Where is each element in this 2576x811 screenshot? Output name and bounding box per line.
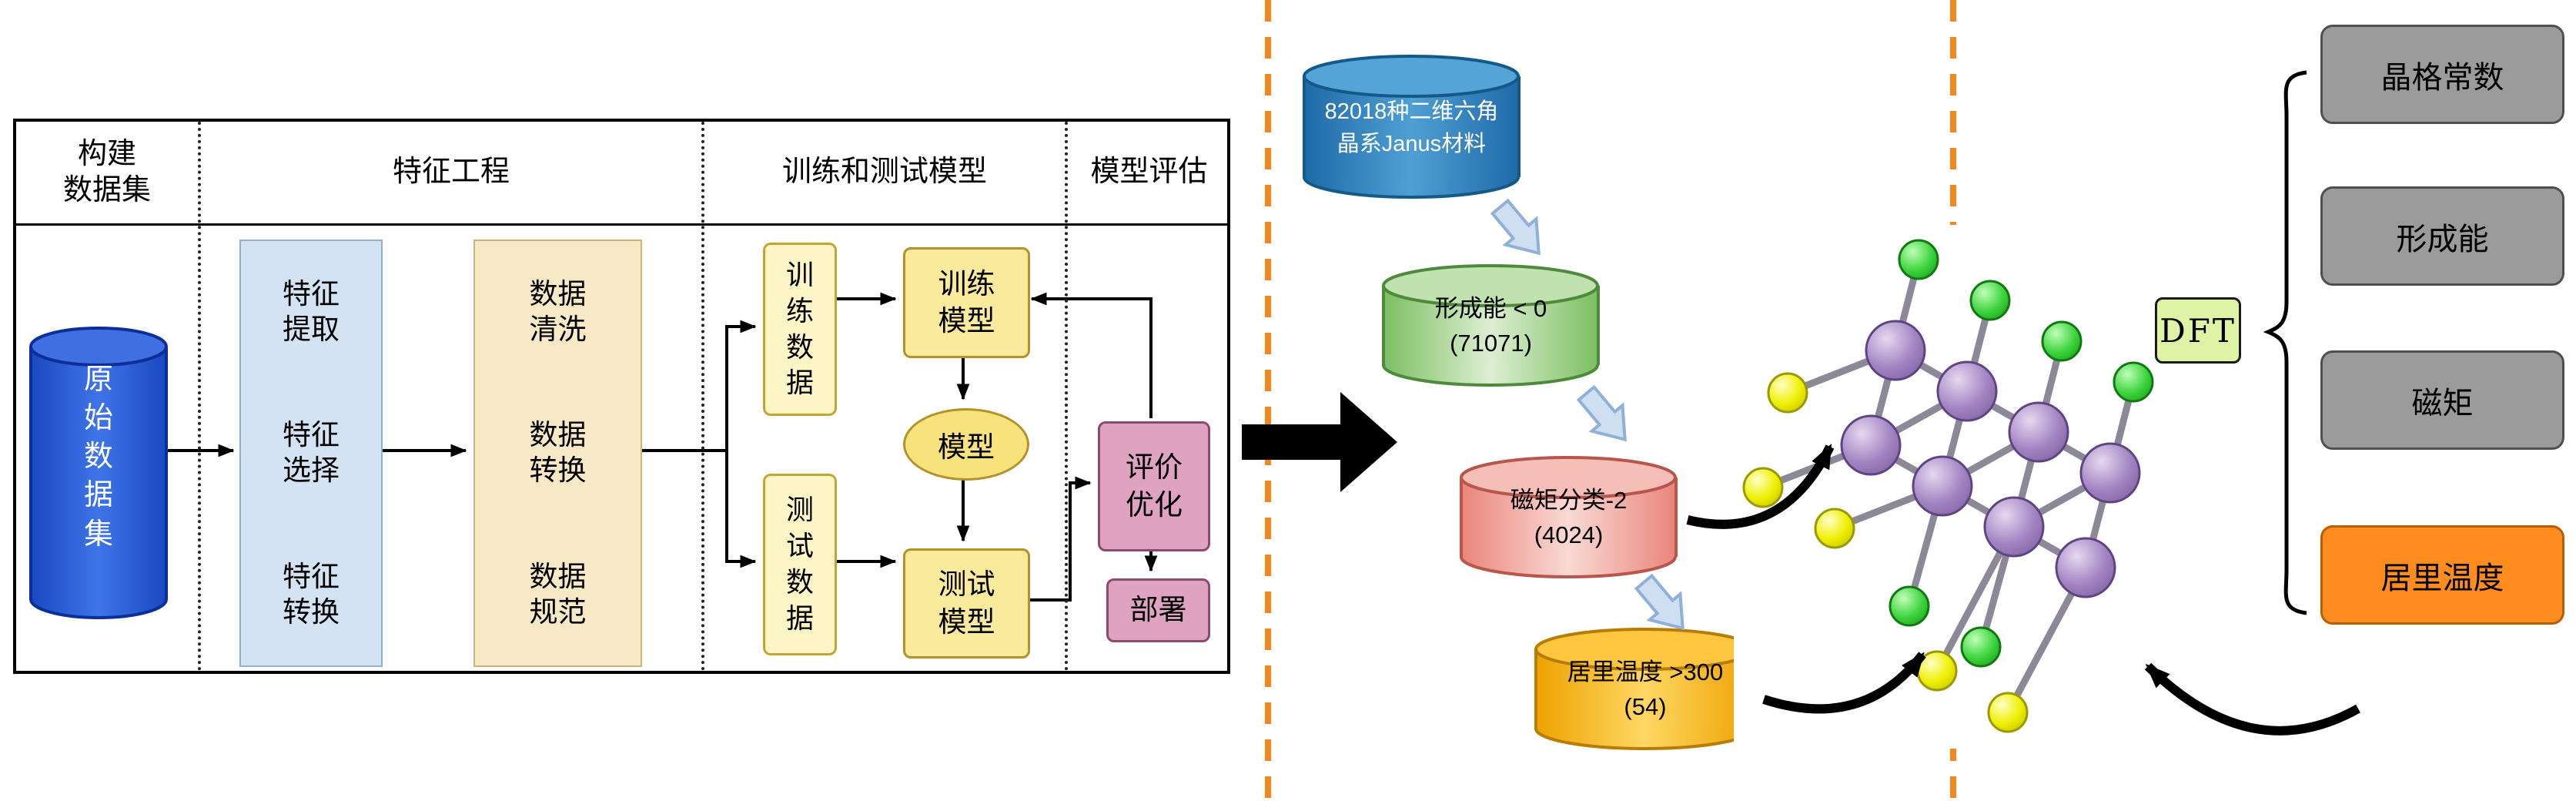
data-step: 数据 规范 (529, 560, 587, 628)
feature-step: 特征 提取 (283, 277, 340, 345)
step-arrow-icon (1490, 198, 1541, 256)
feature-steps-box: 特征 提取 特征 选择 特征 转换 (239, 240, 383, 667)
data-steps-box: 数据 清洗 数据 转换 数据 规范 (473, 240, 642, 667)
stage-header-train-test: 训练和测试模型 (781, 156, 987, 189)
purple-atom (1840, 414, 1902, 476)
funnel-db-formation-energy (1382, 264, 1600, 387)
green-atom (2041, 320, 2083, 362)
stage-header-evaluation: 模型评估 (1090, 156, 1208, 189)
green-atom (1889, 585, 1930, 627)
funnel-db-janus (1303, 55, 1521, 199)
curved-arrows (1686, 443, 2360, 736)
funnel-db1-line2: 晶系Janus材料 (1337, 132, 1487, 156)
purple-atom (1912, 455, 1973, 517)
evaluate-optimize-box: 评价 优化 (1098, 421, 1210, 551)
curly-brace (2263, 70, 2307, 615)
output-lattice-constant: 晶格常数 (2320, 25, 2564, 124)
crystal-atoms (1742, 239, 2154, 733)
funnel-db1-label: 82018种二维六角 晶系Janus材料 (1298, 79, 1525, 177)
funnel-db-magnetic-moment (1460, 456, 1678, 578)
funnel-db2-label: 形成能 < 0 (71071) (1377, 288, 1604, 365)
purple-atom (1865, 320, 1926, 381)
train-data-box: 训 练 数 据 (763, 243, 837, 416)
column-divider (198, 122, 201, 671)
header-divider (16, 223, 1227, 226)
column-divider (701, 122, 704, 671)
deploy-box: 部署 (1106, 578, 1210, 642)
step-arrow-icon (1634, 573, 1684, 631)
dft-box: DFT (2155, 297, 2241, 364)
funnel-db3-label: 磁矩分类-2 (4024) (1455, 480, 1682, 557)
yellow-atom (1814, 508, 1855, 549)
feature-step: 特征 转换 (283, 560, 340, 628)
flowchart-arrows (166, 292, 1158, 602)
ml-pipeline-panel: 构建 数据集 特征工程 训练和测试模型 模型评估 特征 提取 特征 选择 特征 … (13, 119, 1230, 674)
funnel-db3-line2: (4024) (1534, 521, 1604, 548)
purple-atom (1936, 360, 1998, 422)
green-atom (1898, 239, 1939, 280)
purple-atom (2055, 537, 2116, 598)
funnel-db2-line1: 形成能 < 0 (1434, 295, 1547, 323)
crystal-structure (1734, 225, 2165, 749)
test-data-box: 测 试 数 据 (763, 474, 837, 655)
funnel-db4-label: 居里温度 >300 (54) (1529, 652, 1761, 729)
stage-header-feature-engineering: 特征工程 (392, 156, 510, 189)
column-divider (1065, 122, 1068, 671)
big-flow-arrow (1242, 392, 1397, 492)
funnel-db4-line1: 居里温度 >300 (1567, 659, 1724, 686)
data-step: 数据 转换 (529, 419, 587, 487)
yellow-atom (1767, 372, 1808, 414)
raw-dataset-label: 原 始 数 据 集 (83, 364, 113, 551)
yellow-atom (1742, 467, 1784, 508)
purple-atom (2008, 401, 2069, 463)
green-atom (1960, 626, 2002, 668)
test-model-box: 测试 模型 (903, 548, 1030, 659)
green-atom (1969, 280, 2011, 321)
yellow-atom (1987, 692, 2029, 733)
step-arrow-icon (1576, 384, 1627, 442)
feature-step: 特征 选择 (283, 419, 340, 487)
output-curie-temperature: 居里温度 (2320, 525, 2564, 625)
green-atom (2113, 361, 2154, 403)
purple-atom (2079, 442, 2141, 504)
funnel-db3-line1: 磁矩分类-2 (1510, 487, 1628, 514)
output-formation-energy: 形成能 (2320, 186, 2564, 286)
purple-atom (1983, 496, 2045, 558)
funnel-db2-line2: (71071) (1450, 330, 1532, 357)
stage-header-build-dataset: 构建 数据集 (62, 137, 151, 207)
funnel-db1-line1: 82018种二维六角 (1324, 99, 1499, 124)
funnel-db-curie-temperature (1534, 628, 1755, 750)
train-model-box: 训练 模型 (903, 247, 1030, 358)
funnel-step-arrows (1490, 198, 1684, 631)
raw-dataset-cylinder (29, 327, 168, 619)
output-magnetic-moment: 磁矩 (2320, 350, 2564, 450)
model-ellipse: 模型 (903, 408, 1029, 481)
data-step: 数据 清洗 (529, 277, 587, 345)
funnel-db4-line2: (54) (1624, 693, 1667, 720)
